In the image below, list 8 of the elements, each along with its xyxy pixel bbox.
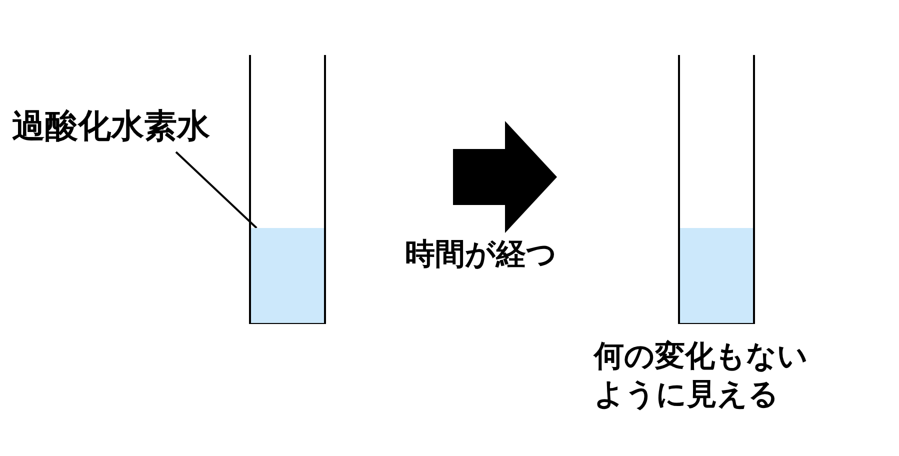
observation-label: 何の変化もないように見える (594, 338, 809, 414)
liquid (251, 228, 324, 323)
test-tube-drawing (249, 55, 326, 325)
leader-line (175, 151, 258, 229)
substance-label: 過酸化水素水 (12, 105, 211, 147)
test-tube-drawing (678, 55, 755, 325)
liquid (680, 228, 753, 323)
time-label: 時間が経つ (405, 236, 558, 274)
